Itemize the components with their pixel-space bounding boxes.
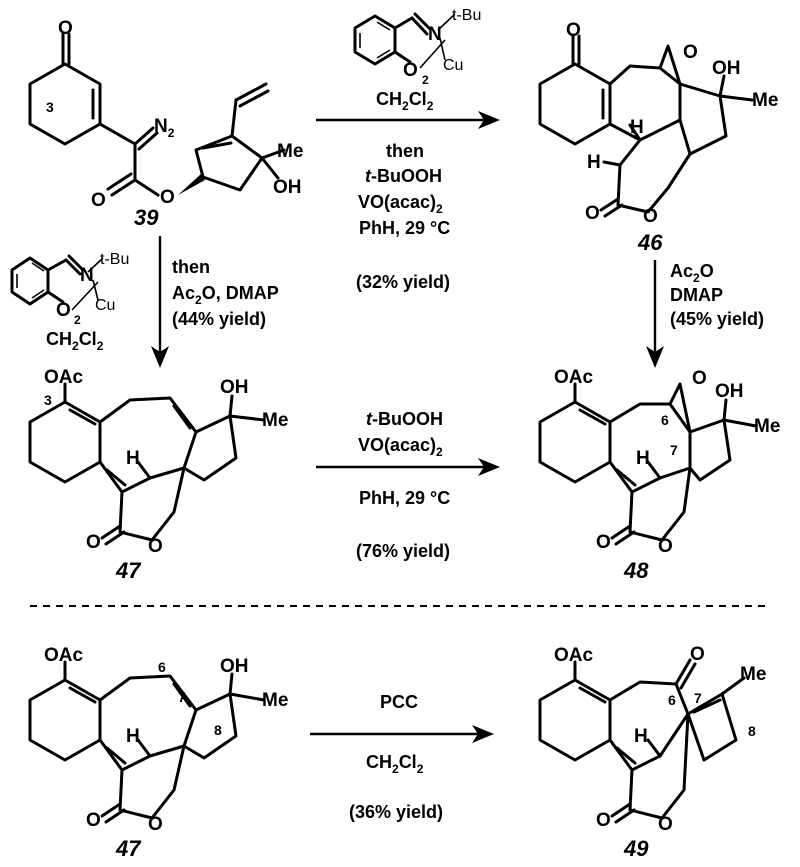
atom-o-lactone-48: O — [658, 536, 673, 557]
atom-h-47b: H — [126, 726, 140, 747]
atom-oac-47a: OAc — [44, 367, 84, 388]
compound-39-structure — [28, 32, 286, 197]
atom-o-lactone-47a: O — [148, 536, 163, 557]
right-condition-dmap: DMAP — [670, 285, 723, 305]
atom-o-ketone-49: O — [690, 644, 705, 665]
atom-me-39: Me — [277, 141, 303, 162]
compound-label-47b: 47 — [115, 836, 142, 861]
atom-oh-47b: OH — [220, 656, 249, 677]
atom-o-lactone-47b: O — [148, 814, 163, 835]
atom-oac-47b: OAc — [44, 645, 84, 666]
cu-catalyst-top — [353, 12, 456, 69]
atom-oh-39: OH — [273, 177, 302, 198]
top-condition-yield: (32% yield) — [356, 272, 450, 292]
atom-o-lactone-46: O — [643, 206, 658, 227]
atom-oh-48: OH — [715, 381, 744, 402]
atom-number-3-in-39: 3 — [46, 99, 54, 115]
compound-47b-structure — [28, 660, 266, 824]
atom-number-7-in-47b: 7 — [178, 689, 186, 705]
cu-catalyst-left-tbu: t-Bu — [100, 251, 129, 268]
atom-me-46: Me — [752, 90, 778, 111]
atom-number-6-in-49: 6 — [668, 692, 676, 708]
middle-condition-tbuooh: t-BuOOH — [366, 409, 443, 429]
compound-label-48: 48 — [623, 558, 649, 583]
cu-catalyst-left-n: N — [80, 265, 94, 286]
cu-catalyst-left — [10, 254, 104, 311]
compound-46-structure — [538, 34, 754, 218]
atom-o-lactone-49: O — [658, 814, 673, 835]
atom-o-carbonyl-47a: O — [86, 532, 101, 553]
atom-number-7-in-49: 7 — [694, 690, 702, 706]
bottom-arrow — [310, 725, 494, 743]
compound-label-49: 49 — [623, 836, 649, 861]
atom-me-47b: Me — [262, 690, 288, 711]
atom-h-48: H — [636, 448, 650, 469]
atom-number-6-in-48: 6 — [661, 412, 669, 428]
top-condition-then: then — [386, 141, 424, 161]
middle-condition-phh: PhH, 29 °C — [359, 488, 450, 508]
cu-catalyst-2: 2 — [422, 73, 429, 87]
cu-catalyst-left-cu: Cu — [95, 297, 115, 314]
atom-o-carbonyl-39: O — [91, 190, 106, 211]
bottom-condition-yield: (36% yield) — [349, 802, 443, 822]
cu-catalyst-cu: Cu — [443, 57, 463, 74]
atom-number-7-in-48: 7 — [670, 442, 678, 458]
atom-n2-39: N2 — [154, 116, 175, 140]
top-condition-phh: PhH, 29 °C — [359, 218, 450, 238]
cu-catalyst-o: O — [403, 60, 418, 81]
right-condition-ac2o: Ac2O — [670, 261, 714, 285]
compound-49-structure — [538, 658, 746, 824]
top-arrow — [316, 111, 500, 129]
atom-o-epoxide-46: O — [683, 42, 698, 63]
middle-arrow — [316, 458, 500, 476]
atom-h1-46: H — [630, 117, 644, 138]
atom-oh-46: OH — [712, 58, 741, 79]
atom-h2-46: H — [587, 152, 601, 173]
atom-oac-48: OAc — [554, 367, 594, 388]
cu-catalyst-n: N — [428, 24, 442, 45]
atom-me-47a: Me — [262, 410, 288, 431]
right-arrow — [646, 260, 664, 368]
compound-47-structure — [28, 382, 266, 546]
compound-48-structure — [538, 382, 758, 546]
atom-o-ester-39: O — [160, 187, 175, 208]
atom-o-ketone-46: O — [566, 20, 581, 41]
compound-label-47a: 47 — [115, 558, 142, 583]
top-condition-vo-acac: VO(acac)2 — [358, 192, 443, 216]
atom-me-49: Me — [740, 664, 766, 685]
atom-o-epoxide-48: O — [692, 368, 707, 389]
middle-condition-yield: (76% yield) — [356, 541, 450, 561]
atom-o-carbonyl-49: O — [596, 810, 611, 831]
cu-catalyst-tbu: t-Bu — [452, 7, 481, 24]
atom-h-47a: H — [126, 448, 140, 469]
atom-o-carbonyl-48: O — [596, 532, 611, 553]
left-arrow — [151, 236, 169, 368]
bottom-condition-pcc: PCC — [380, 692, 418, 712]
compound-label-46: 46 — [637, 230, 663, 255]
atom-h-49: H — [634, 726, 648, 747]
atom-me-48: Me — [754, 416, 780, 437]
atom-o-carbonyl-46: O — [585, 203, 600, 224]
left-condition-yield: (44% yield) — [172, 309, 266, 329]
atom-oh-47a: OH — [220, 377, 249, 398]
middle-condition-vo-acac: VO(acac)2 — [358, 435, 443, 459]
atom-oac-49: OAc — [554, 645, 594, 666]
right-condition-yield: (45% yield) — [670, 309, 764, 329]
left-condition-ac2o-dmap: Ac2O, DMAP — [172, 283, 279, 307]
top-condition-tbuooh: t-BuOOH — [365, 166, 442, 186]
atom-o-ketone-39: O — [58, 18, 73, 39]
compound-label-39: 39 — [134, 205, 159, 230]
atom-o-carbonyl-47b: O — [86, 810, 101, 831]
bottom-condition-solvent: CH2Cl2 — [366, 752, 424, 776]
cu-catalyst-left-2: 2 — [74, 313, 81, 327]
atom-number-6-in-47b: 6 — [158, 659, 166, 675]
atom-number-8-in-49: 8 — [748, 723, 756, 739]
atom-number-8-in-47b: 8 — [214, 722, 222, 738]
top-condition-solvent: CH2Cl2 — [376, 89, 434, 113]
atom-number-3-in-47a: 3 — [44, 392, 52, 408]
left-condition-solvent: CH2Cl2 — [46, 329, 104, 353]
cu-catalyst-left-o: O — [56, 300, 71, 321]
left-condition-then: then — [172, 257, 210, 277]
